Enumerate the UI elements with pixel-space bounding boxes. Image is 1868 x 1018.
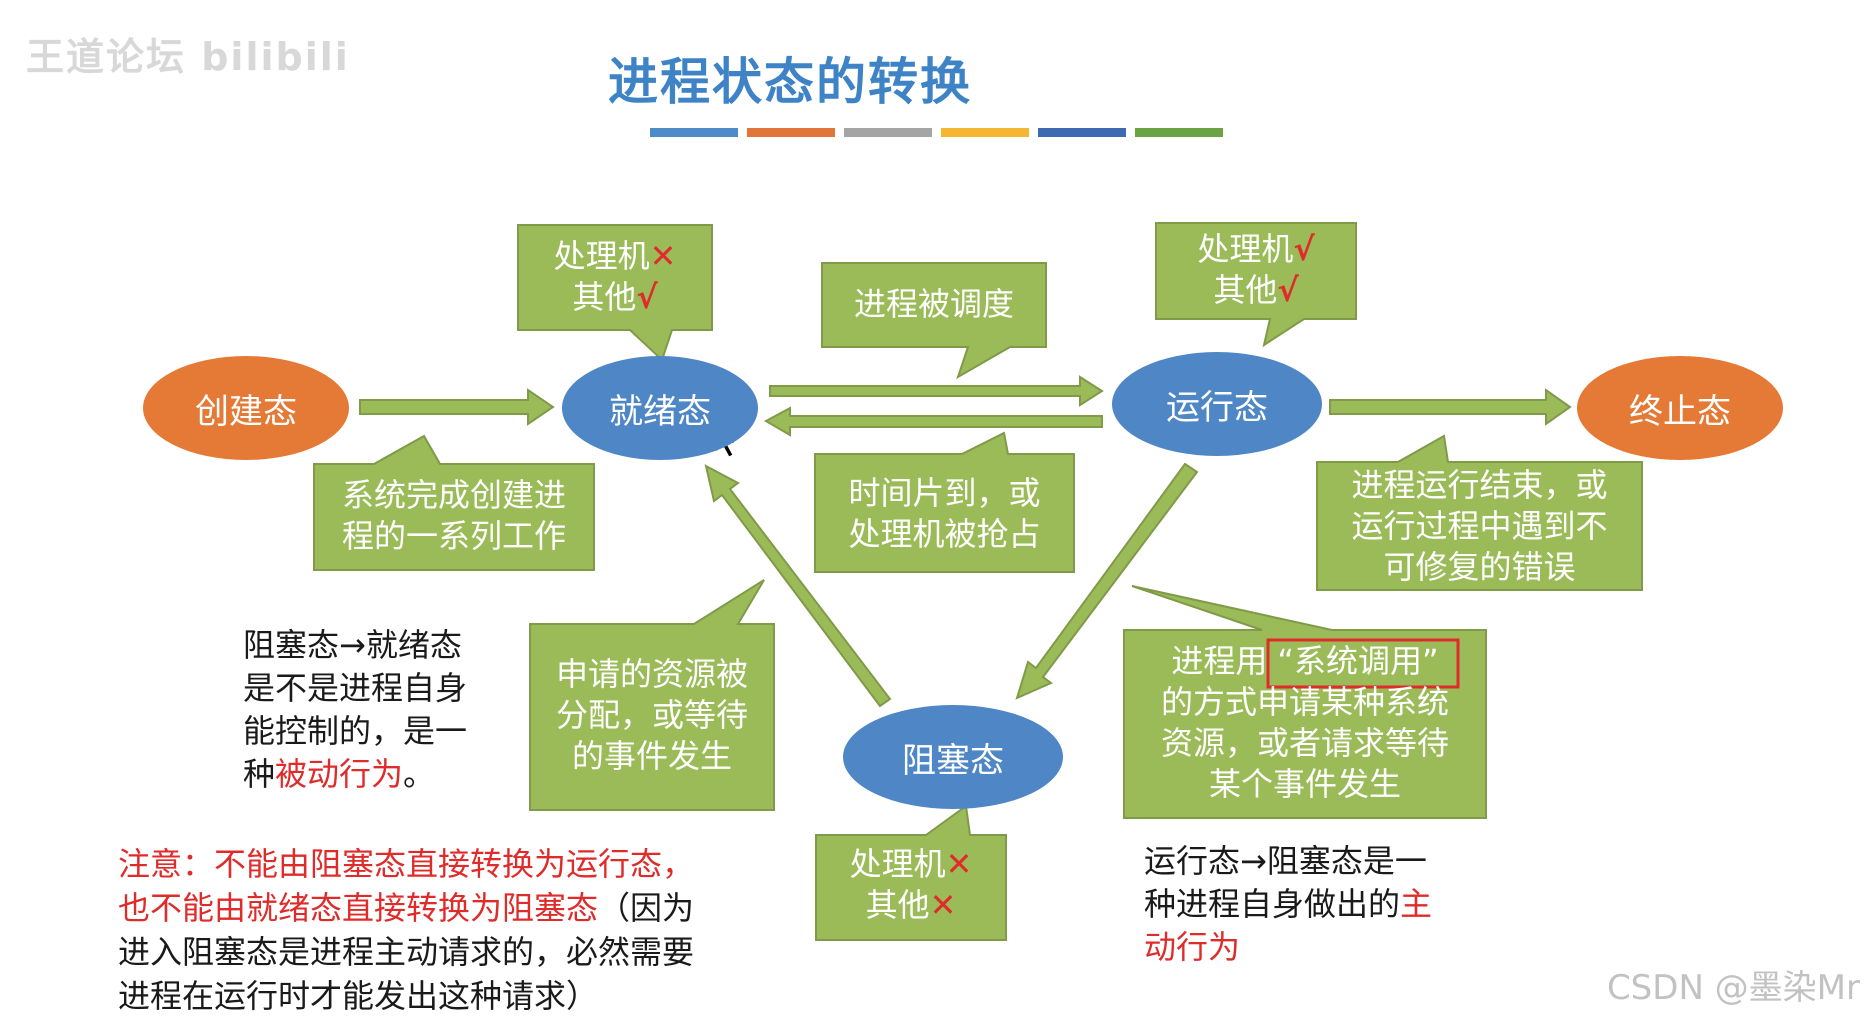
to-terminated-text: 进程运行结束，或 运行过程中遇到不 可修复的错误 xyxy=(1351,466,1608,586)
system-call-highlight xyxy=(1266,638,1460,689)
state-terminated: 终止态 xyxy=(1577,356,1783,460)
callout-ready-resources xyxy=(517,224,713,362)
running-to-blocked-text: 进程用“系统调用” 的方式申请某种系统 资源，或者请求等待 某个事件发生 xyxy=(1160,642,1449,803)
callout-create-to-ready xyxy=(313,434,595,571)
arrow-blocked-to-ready xyxy=(704,464,892,708)
blocked-to-ready-text: 申请的资源被 分配，或等待 的事件发生 xyxy=(555,655,748,775)
running-resources-text: 处理机√ 其他√ xyxy=(1197,230,1315,309)
title-bar-segment xyxy=(941,128,1029,137)
page-title: 进程状态的转换 xyxy=(608,53,972,111)
state-blocked-label: 阻塞态 xyxy=(902,740,1004,781)
watermark-bottom-right: CSDN @墨染Mr xyxy=(1606,968,1860,1008)
ready-resources-text: 处理机✕ 其他√ xyxy=(553,237,677,316)
arrow-running-to-ready xyxy=(763,406,1103,437)
state-ready: 就绪态 xyxy=(562,356,758,460)
title-bar-segment xyxy=(650,128,738,137)
state-terminated-label: 终止态 xyxy=(1629,391,1731,432)
arrow-ready-to-running xyxy=(769,375,1104,407)
callout-running-resources xyxy=(1155,222,1357,348)
callout-scheduled xyxy=(821,262,1047,380)
state-created: 创建态 xyxy=(143,356,349,460)
callout-to-terminated xyxy=(1316,434,1643,591)
note-warning: 注意：不能由阻塞态直接转换为运行态， 也不能由就绪态直接转换为阻塞态（因为 进入… xyxy=(118,845,695,1015)
callout-blocked-resources xyxy=(815,804,1007,941)
state-blocked: 阻塞态 xyxy=(843,705,1063,809)
scheduled-text: 进程被调度 xyxy=(853,285,1014,323)
state-ready-label: 就绪态 xyxy=(609,391,711,432)
callout-running-to-blocked xyxy=(1123,585,1487,819)
title-bar-segment xyxy=(1135,128,1223,137)
note-active-behavior: 运行态→阻塞态是一 种进程自身做出的主 动行为 xyxy=(1144,842,1433,966)
watermark-top-left: 王道论坛 bilibili xyxy=(26,35,350,79)
callout-preempted xyxy=(814,431,1075,573)
state-running-label: 运行态 xyxy=(1166,387,1268,428)
state-running: 运行态 xyxy=(1112,352,1322,456)
title-bar-segment xyxy=(844,128,932,137)
note-passive-behavior: 阻塞态→就绪态 是不是进程自身 能控制的，是一 种被动行为。 xyxy=(243,626,468,793)
callout-blocked-to-ready xyxy=(529,579,775,811)
arrow-created-to-ready xyxy=(359,388,555,426)
create-to-ready-text: 系统完成创建进 程的一系列工作 xyxy=(341,476,566,555)
title-bar-segment xyxy=(747,128,835,137)
blocked-resources-text: 处理机✕ 其他✕ xyxy=(849,845,973,924)
preempted-text: 时间片到，或 处理机被抢占 xyxy=(848,474,1041,553)
arrow-running-to-blocked xyxy=(1015,462,1199,700)
title-bar-segment xyxy=(1038,128,1126,137)
arrow-running-to-terminated xyxy=(1329,388,1572,426)
state-created-label: 创建态 xyxy=(195,391,297,432)
